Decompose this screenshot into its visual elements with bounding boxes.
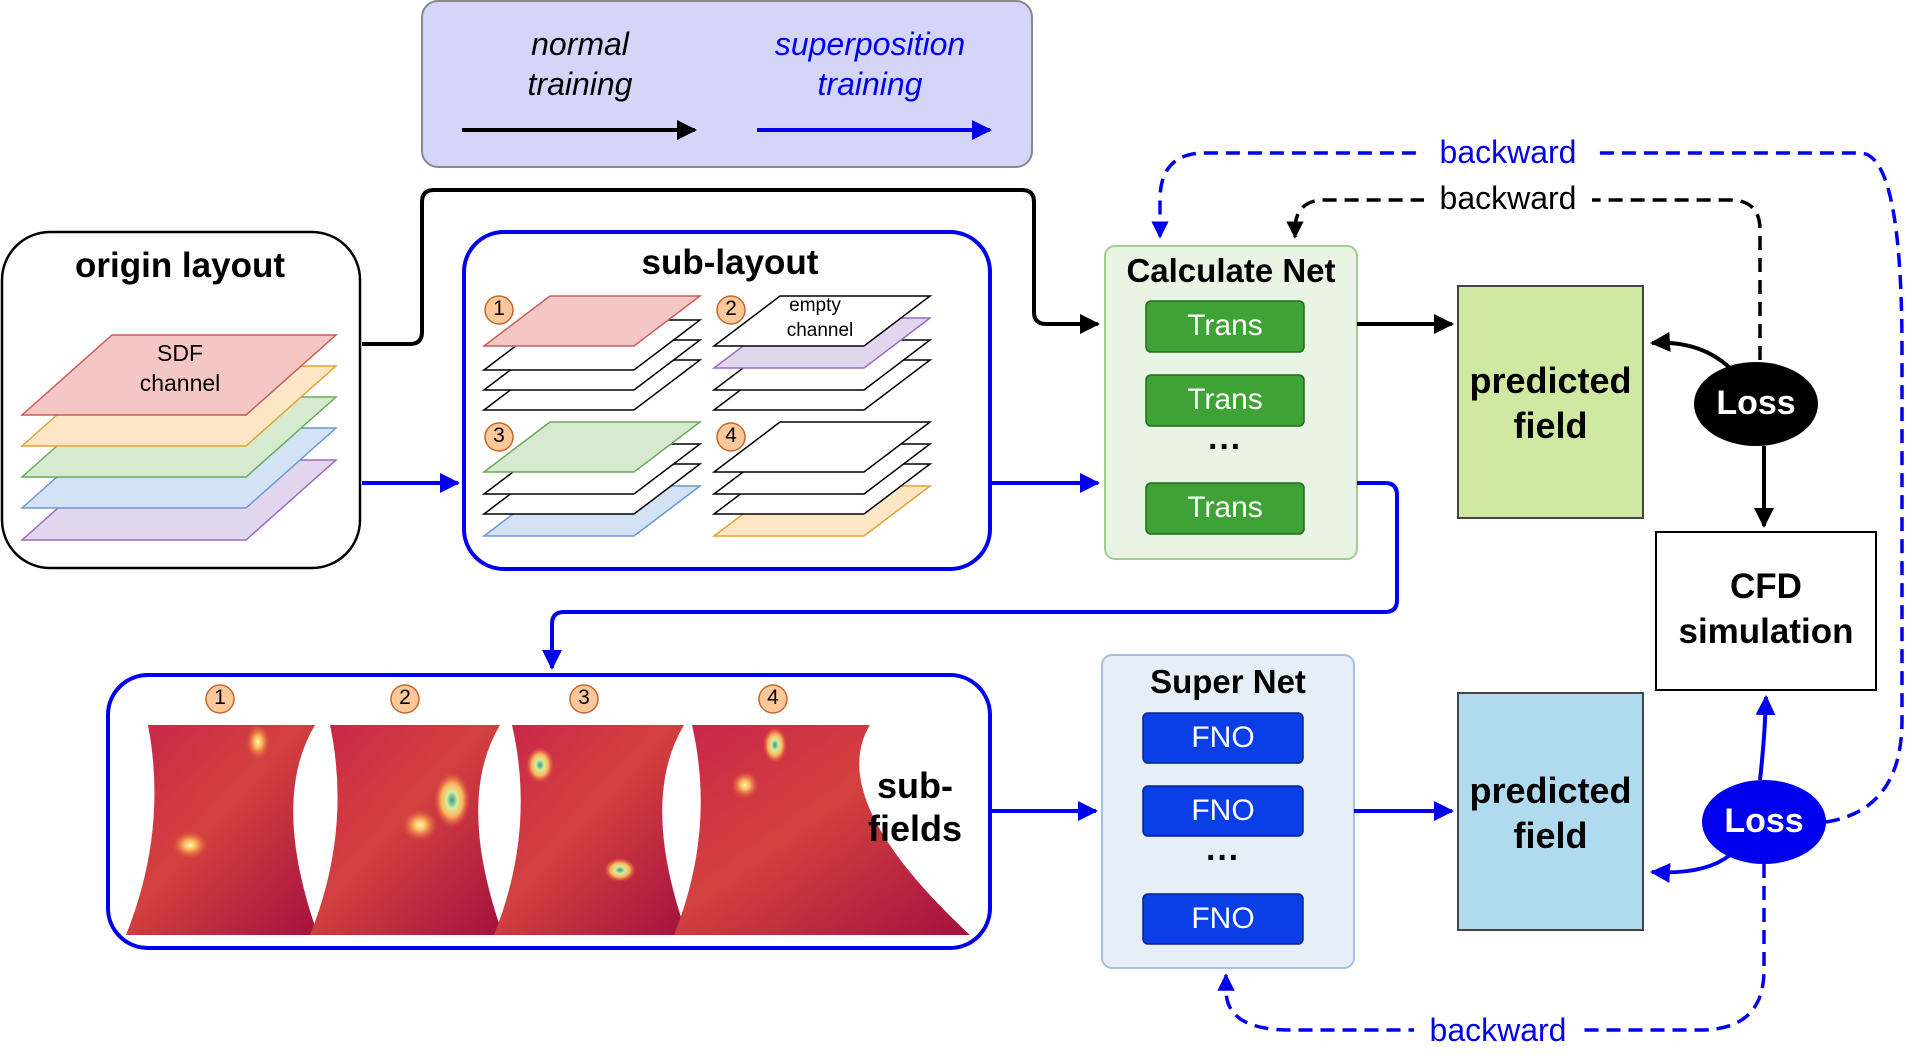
- predicted-field-top-box: [1457, 285, 1644, 519]
- sub-layout-badge-3-circle: [484, 422, 514, 452]
- predicted-field-bottom-box: [1457, 692, 1644, 931]
- predicted-field-bottom-label-1: predicted: [1469, 770, 1632, 811]
- predicted-field-top-label-2: field: [1513, 405, 1588, 446]
- sub-field-badge-4: 4: [767, 686, 779, 709]
- arrow-backward-blue-bottom: [1217, 864, 1766, 1032]
- fno-block-2: [1142, 785, 1304, 837]
- sub-layout-badge-2-circle: [716, 295, 746, 325]
- arrow-backward-blue-top: [1151, 151, 1904, 824]
- cfd-label-1: CFD: [1730, 567, 1802, 606]
- empty-channel-label-2: channel: [786, 320, 854, 341]
- fno-ellipsis: ···: [1206, 839, 1240, 877]
- legend-normal-label-1: normal: [531, 26, 629, 62]
- sdf-channel-label-1: SDF: [157, 340, 203, 366]
- backward-label-blue-top: backward: [1439, 134, 1577, 170]
- arrow-loss-top-to-predicted-top: [1650, 331, 1732, 370]
- origin-layout-title: origin layout: [75, 246, 285, 285]
- hotspot-3b: [604, 858, 636, 882]
- cfd-label-2: simulation: [1678, 612, 1854, 651]
- sub-layout-badge-3: 3: [493, 424, 505, 447]
- sub-layout-stack-1: [481, 295, 703, 411]
- sub-field-badge-1-circle: [205, 684, 235, 714]
- trans-label-2: Trans: [1187, 383, 1263, 416]
- hotspot-3a: [526, 747, 554, 783]
- sub-field-gap-4: [859, 725, 975, 935]
- sub-fields-label-2: fields: [867, 808, 963, 849]
- loss-top-label: Loss: [1716, 384, 1796, 422]
- loss-top-ellipse: [1694, 362, 1818, 446]
- legend-normal-label-2: training: [527, 66, 633, 102]
- backward-label-blue-bottom: backward: [1429, 1012, 1567, 1048]
- hotspot-1b: [172, 831, 208, 859]
- predicted-field-bottom-label-2: field: [1513, 815, 1588, 856]
- sub-layout-badge-4: 4: [725, 424, 737, 447]
- backward-label-black-top: backward: [1439, 180, 1577, 216]
- sub-field-heatmaps: [126, 724, 975, 935]
- arrow-calculate-net-to-sub-fields: [542, 481, 1399, 670]
- sub-layout-badge-1-circle: [484, 295, 514, 325]
- arrow-loss-bottom-to-predicted-bottom: [1650, 853, 1732, 883]
- sub-layout-stack-2: [711, 295, 933, 411]
- sub-field-badge-3-circle: [569, 684, 599, 714]
- super-net-title: Super Net: [1150, 663, 1306, 700]
- predicted-field-top-label-1: predicted: [1469, 360, 1632, 401]
- trans-block-3: [1145, 482, 1305, 535]
- fno-block-1: [1142, 712, 1304, 764]
- empty-channel-label-1: empty: [789, 295, 841, 316]
- trans-label-3: Trans: [1187, 491, 1263, 524]
- arrow-loss-bottom-to-cfd: [1755, 695, 1776, 781]
- sub-layout-stack-3: [481, 421, 703, 537]
- sub-layout-stack-4: [711, 421, 933, 537]
- backward-blue-top-bg: [1424, 134, 1592, 172]
- trans-ellipsis: ···: [1208, 428, 1242, 466]
- sub-layout-badge-4-circle: [716, 422, 746, 452]
- sub-field-1: [126, 725, 318, 935]
- fno-label-2: FNO: [1191, 794, 1255, 827]
- hotspot-2b: [402, 809, 438, 841]
- sub-layout-badge-2: 2: [725, 297, 737, 320]
- fno-label-3: FNO: [1191, 902, 1255, 935]
- hotspot-4a: [763, 727, 787, 763]
- loss-bottom-label: Loss: [1724, 802, 1804, 840]
- trans-label-1: Trans: [1187, 309, 1263, 342]
- fno-block-3: [1142, 893, 1304, 945]
- legend-superposition-label-1: superposition: [774, 26, 966, 62]
- sub-field-badge-1: 1: [214, 686, 226, 709]
- loss-bottom-ellipse: [1702, 780, 1826, 864]
- sub-field-badge-3: 3: [578, 686, 590, 709]
- fno-label-1: FNO: [1191, 721, 1255, 754]
- legend-box: [421, 0, 1033, 168]
- sdf-channel-label-2: channel: [139, 370, 221, 396]
- sub-field-badge-2-circle: [390, 684, 420, 714]
- arrow-origin-to-calculate-net: [362, 188, 1100, 346]
- sub-field-badge-4-circle: [758, 684, 788, 714]
- sub-layout-title: sub-layout: [641, 243, 819, 282]
- cfd-simulation-box: [1655, 531, 1877, 691]
- hotspot-2a: [434, 772, 470, 828]
- sub-layout-badge-1: 1: [493, 297, 505, 320]
- calculate-net-title: Calculate Net: [1126, 252, 1336, 289]
- trans-block-1: [1145, 300, 1305, 353]
- backward-black-top-bg: [1424, 180, 1592, 218]
- backward-blue-bottom-bg: [1414, 1012, 1582, 1050]
- hotspot-1a: [246, 724, 270, 760]
- origin-layer-stack: [20, 334, 338, 541]
- sub-field-badge-2: 2: [399, 686, 411, 709]
- legend-superposition-label-2: training: [817, 66, 923, 102]
- hotspot-4b: [731, 771, 759, 799]
- trans-block-2: [1145, 374, 1305, 427]
- sub-field-3: [494, 725, 687, 935]
- sub-fields-label-1: sub-: [877, 765, 953, 806]
